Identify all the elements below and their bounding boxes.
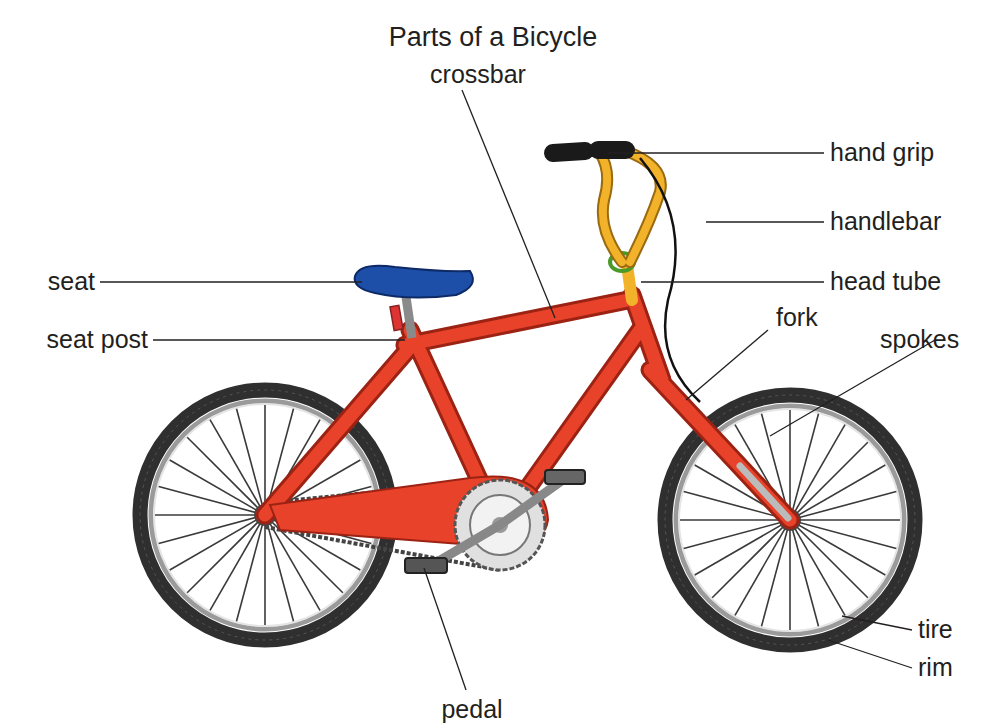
part-label: pedal xyxy=(441,696,502,724)
part-label: head tube xyxy=(830,268,941,296)
brake-cable xyxy=(640,158,700,402)
part-label: seat post xyxy=(47,326,148,354)
part-label: spokes xyxy=(880,326,959,354)
seat-shape xyxy=(355,266,473,298)
part-label: crossbar xyxy=(430,61,526,89)
part-label: handlebar xyxy=(830,208,941,236)
pedal-crank xyxy=(405,470,585,573)
leader-lines xyxy=(100,90,935,690)
part-label: seat xyxy=(48,268,95,296)
diagram-title: Parts of a Bicycle xyxy=(389,23,598,53)
part-label: hand grip xyxy=(830,139,934,167)
part-label: fork xyxy=(776,304,818,332)
part-label: rim xyxy=(918,654,953,682)
part-label: tire xyxy=(918,616,953,644)
handlebar-shape xyxy=(600,151,661,262)
reflector xyxy=(390,305,403,330)
